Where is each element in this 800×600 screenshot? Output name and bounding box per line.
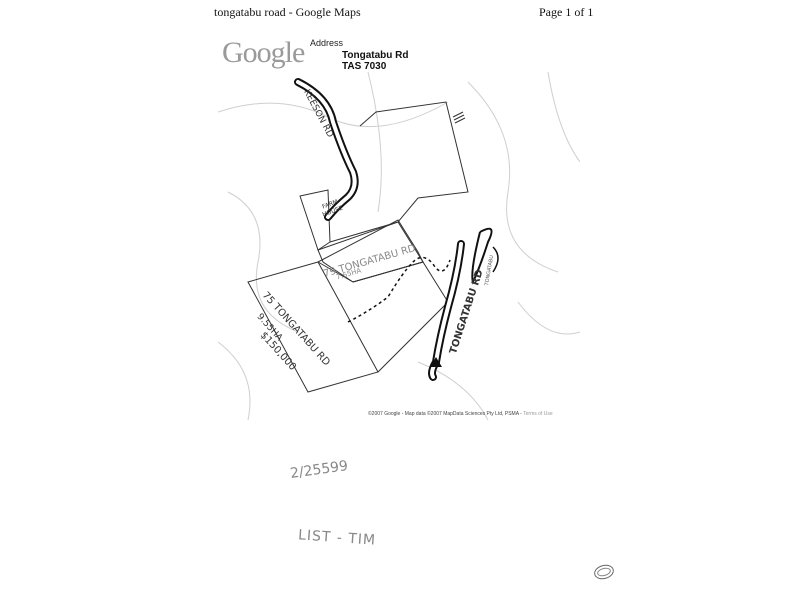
map-area[interactable]: [218, 72, 580, 420]
address-street: Tongatabu Rd: [342, 50, 409, 61]
handwritten-ref: 2/25599: [289, 458, 350, 482]
copyright-text: ©2007 Google - Map data ©2007 MapData Sc…: [368, 411, 522, 417]
address-city: TAS 7030: [342, 61, 387, 72]
faint-map-lines: [218, 72, 580, 420]
property-boundaries: [247, 101, 469, 393]
address-label: Address: [310, 38, 344, 48]
handwritten-initials: LIST - TIM: [297, 527, 377, 549]
arrow-marker: [430, 357, 442, 367]
header-title: tongatabu road - Google Maps: [214, 5, 361, 19]
dotted-track: [347, 256, 451, 323]
google-logo: Google: [222, 36, 305, 69]
map-copyright: ©2007 Google - Map data ©2007 MapData Sc…: [368, 411, 553, 417]
map-canvas: [218, 72, 580, 420]
terms-link[interactable]: Terms of Use: [523, 411, 553, 417]
page-number: Page 1 of 1: [539, 5, 594, 19]
road-loop: [471, 227, 493, 285]
